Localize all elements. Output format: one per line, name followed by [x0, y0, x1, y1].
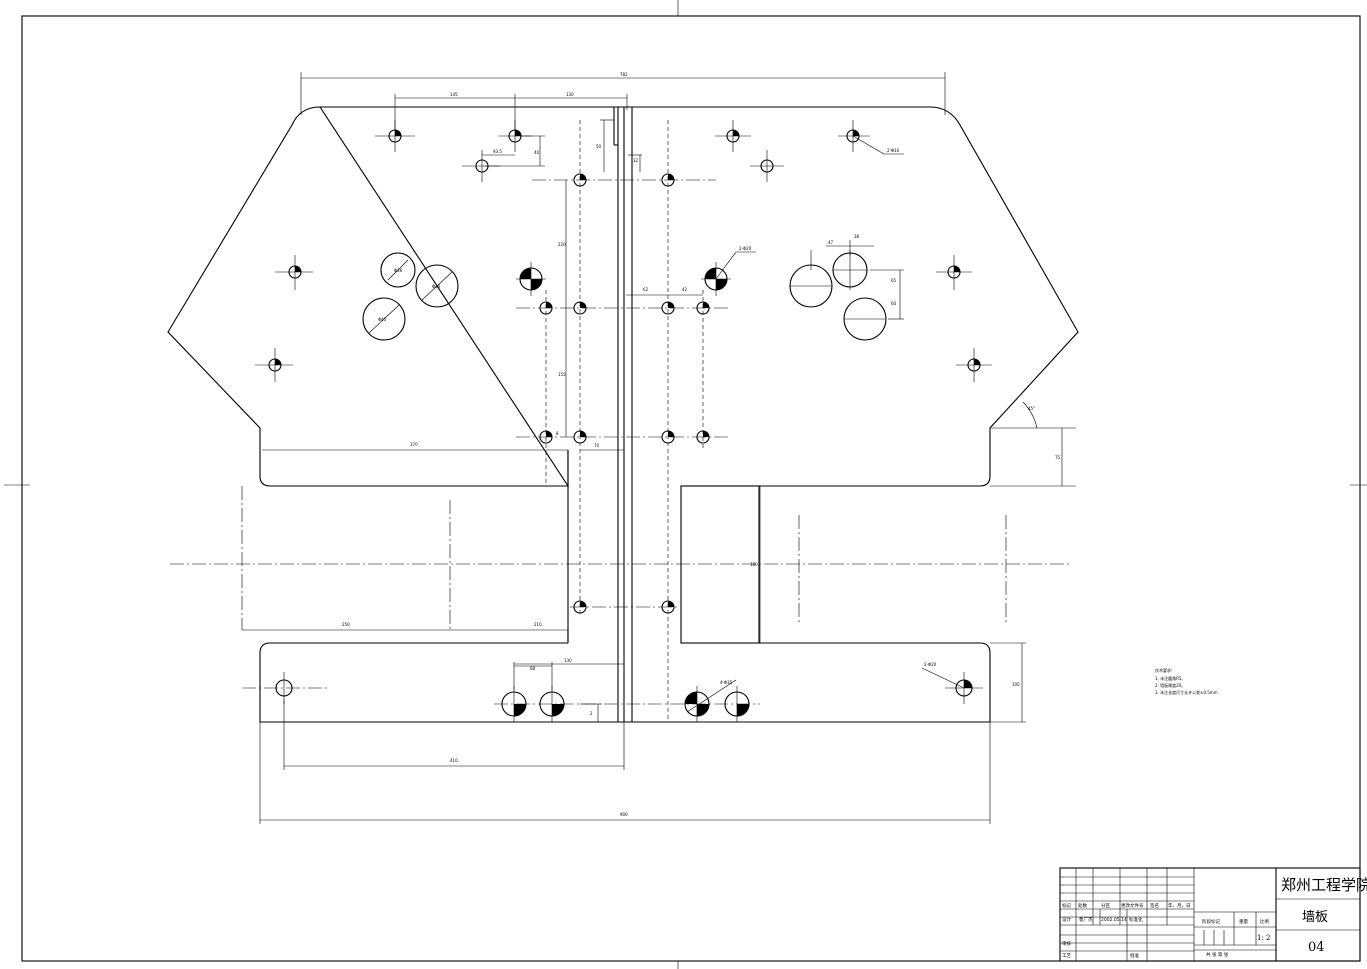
dim-v32: 32 [633, 158, 639, 163]
sign-label-6: 年、月、日 [1168, 902, 1191, 909]
dim-2phi20b: 2-Φ20 [924, 662, 937, 667]
notes-line-1: 1. 未注圆角R5。 [1155, 675, 1185, 681]
dim-370: 370 [410, 442, 418, 447]
dim-62: 62 [643, 287, 649, 292]
sign-label-2: 处数 [1078, 902, 1087, 909]
dim-68: 68 [530, 666, 536, 671]
sign-label-1: 标记 [1062, 902, 1071, 909]
drawing-frame [21, 15, 1361, 962]
dim-2phi20: 2-Φ20 [739, 246, 752, 251]
dim-phi-3: Φ45 [378, 317, 387, 322]
dim-phi-2: Φ40 [432, 284, 441, 289]
dim-v220: 220 [558, 242, 566, 247]
dim-410: 410 [450, 758, 458, 763]
large-holes-right [789, 250, 887, 341]
approve-label: 批准 [1130, 952, 1139, 959]
weight-label: 重量 [1239, 918, 1248, 925]
dim-130b: 130 [564, 658, 572, 663]
hole-group-lower [242, 672, 983, 722]
dim-v60: 60 [891, 301, 897, 306]
design-date: 2002.05.14 [1101, 917, 1127, 923]
dim-top: 782 [620, 72, 628, 77]
hole-group-center [539, 173, 710, 614]
title-block: 郑州工程学院 墙板 04 1: 2 阶段标记 重量 比例 共 张 第 张 标记 … [1059, 867, 1367, 962]
dim-130: 130 [566, 92, 574, 97]
dim-93: 93.5 [493, 149, 502, 154]
dim-210: 210 [534, 622, 542, 627]
dim-42: 42 [682, 287, 688, 292]
dim-v65: 65 [891, 278, 897, 283]
dim-47: 47 [828, 240, 834, 245]
sheet-text: 共 张 第 张 [1206, 951, 1229, 958]
part-name: 墙板 [1302, 910, 1328, 925]
dim-145: 145 [450, 92, 458, 97]
sign-label-3: 分区 [1101, 902, 1110, 909]
scale-label: 比例 [1260, 918, 1269, 925]
review-label: 审核 [1062, 940, 1071, 947]
std-label: 标准化 [1129, 916, 1143, 923]
process-label: 工艺 [1062, 953, 1071, 959]
scale-value: 1: 2 [1257, 934, 1271, 942]
dim-4phi35: 4-Φ35 [720, 680, 733, 685]
notes-line-2: 2. 墙板厚度20。 [1155, 682, 1185, 688]
middle-rect-right [680, 485, 760, 644]
hole-group-phi20 [516, 262, 731, 296]
dim-70: 70 [594, 443, 600, 448]
dim-250: 250 [342, 622, 350, 627]
designer: 鲁广杰 [1079, 916, 1093, 923]
dim-2phi10: 2-Φ10 [887, 148, 900, 153]
dim-v155: 155 [558, 372, 566, 377]
dim-45deg: 45° [1028, 406, 1035, 411]
lower-plate-outline [259, 642, 991, 723]
dimension-lines [242, 72, 1076, 824]
school-name: 郑州工程学院 [1281, 876, 1367, 894]
dim-900: 900 [620, 812, 628, 817]
dim-v2: 2 [590, 711, 593, 716]
dim-v75: 75 [1055, 455, 1061, 460]
dim-v50: 50 [596, 144, 602, 149]
dim-v180: 180 [750, 562, 758, 567]
upper-plate-outline [167, 106, 1079, 487]
stage-label: 阶段标记 [1202, 918, 1220, 925]
dim-38: 38 [854, 234, 860, 239]
design-label: 设计 [1062, 916, 1071, 923]
large-holes-left: Φ36 Φ40 Φ45 [362, 252, 459, 341]
dim-phi-1: Φ36 [394, 268, 403, 273]
sign-label-4: 更改文件号 [1121, 902, 1144, 909]
drawing-number: 04 [1308, 940, 1325, 955]
dim-v105: 105 [1012, 682, 1020, 687]
notes-line-3: 3. 未注长度尺寸允许公差±0.5mm [1155, 689, 1218, 695]
notes-heading: 技术要求: [1155, 667, 1172, 673]
dim-8: 8 [556, 431, 559, 436]
dim-v40: 40 [534, 150, 540, 155]
technical-notes: 技术要求: 1. 未注圆角R5。 2. 墙板厚度20。 3. 未注长度尺寸允许公… [1155, 667, 1218, 695]
sign-label-5: 签名 [1150, 902, 1159, 909]
